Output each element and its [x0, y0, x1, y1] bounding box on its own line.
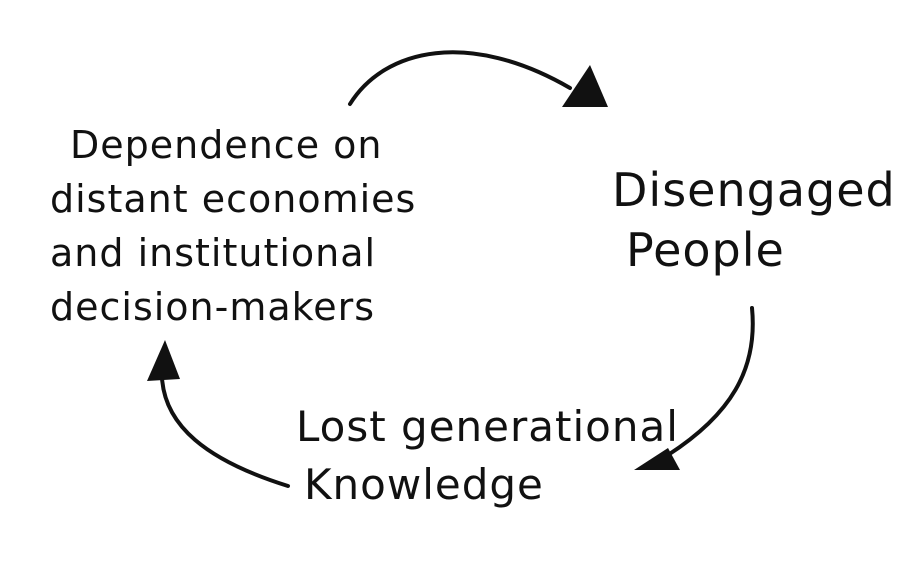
node-dependence: Dependence on distant economies and inst… — [50, 118, 416, 334]
node-disengaged-line-1: Disengaged — [612, 163, 896, 217]
arrowhead-dependence-to-disengaged — [562, 65, 608, 107]
node-disengaged: Disengaged People — [612, 160, 896, 280]
node-dependence-line-2: distant economies — [50, 177, 417, 221]
node-lost-line-1: Lost generational — [296, 402, 679, 451]
arrow-disengaged-to-lost — [666, 306, 755, 457]
node-lost-line-2: Knowledge — [304, 460, 544, 509]
arrowhead-lost-to-dependence — [147, 340, 180, 381]
arrow-dependence-to-disengaged — [348, 50, 572, 106]
node-dependence-line-1: Dependence on — [70, 123, 383, 167]
node-lost-knowledge: Lost generational Knowledge — [296, 398, 679, 514]
node-dependence-line-4: decision-makers — [50, 285, 376, 329]
node-dependence-line-3: and institutional — [50, 231, 377, 275]
arrowhead-disengaged-to-lost — [634, 448, 680, 470]
arrow-lost-to-dependence — [160, 376, 290, 488]
node-disengaged-line-2: People — [626, 223, 785, 277]
